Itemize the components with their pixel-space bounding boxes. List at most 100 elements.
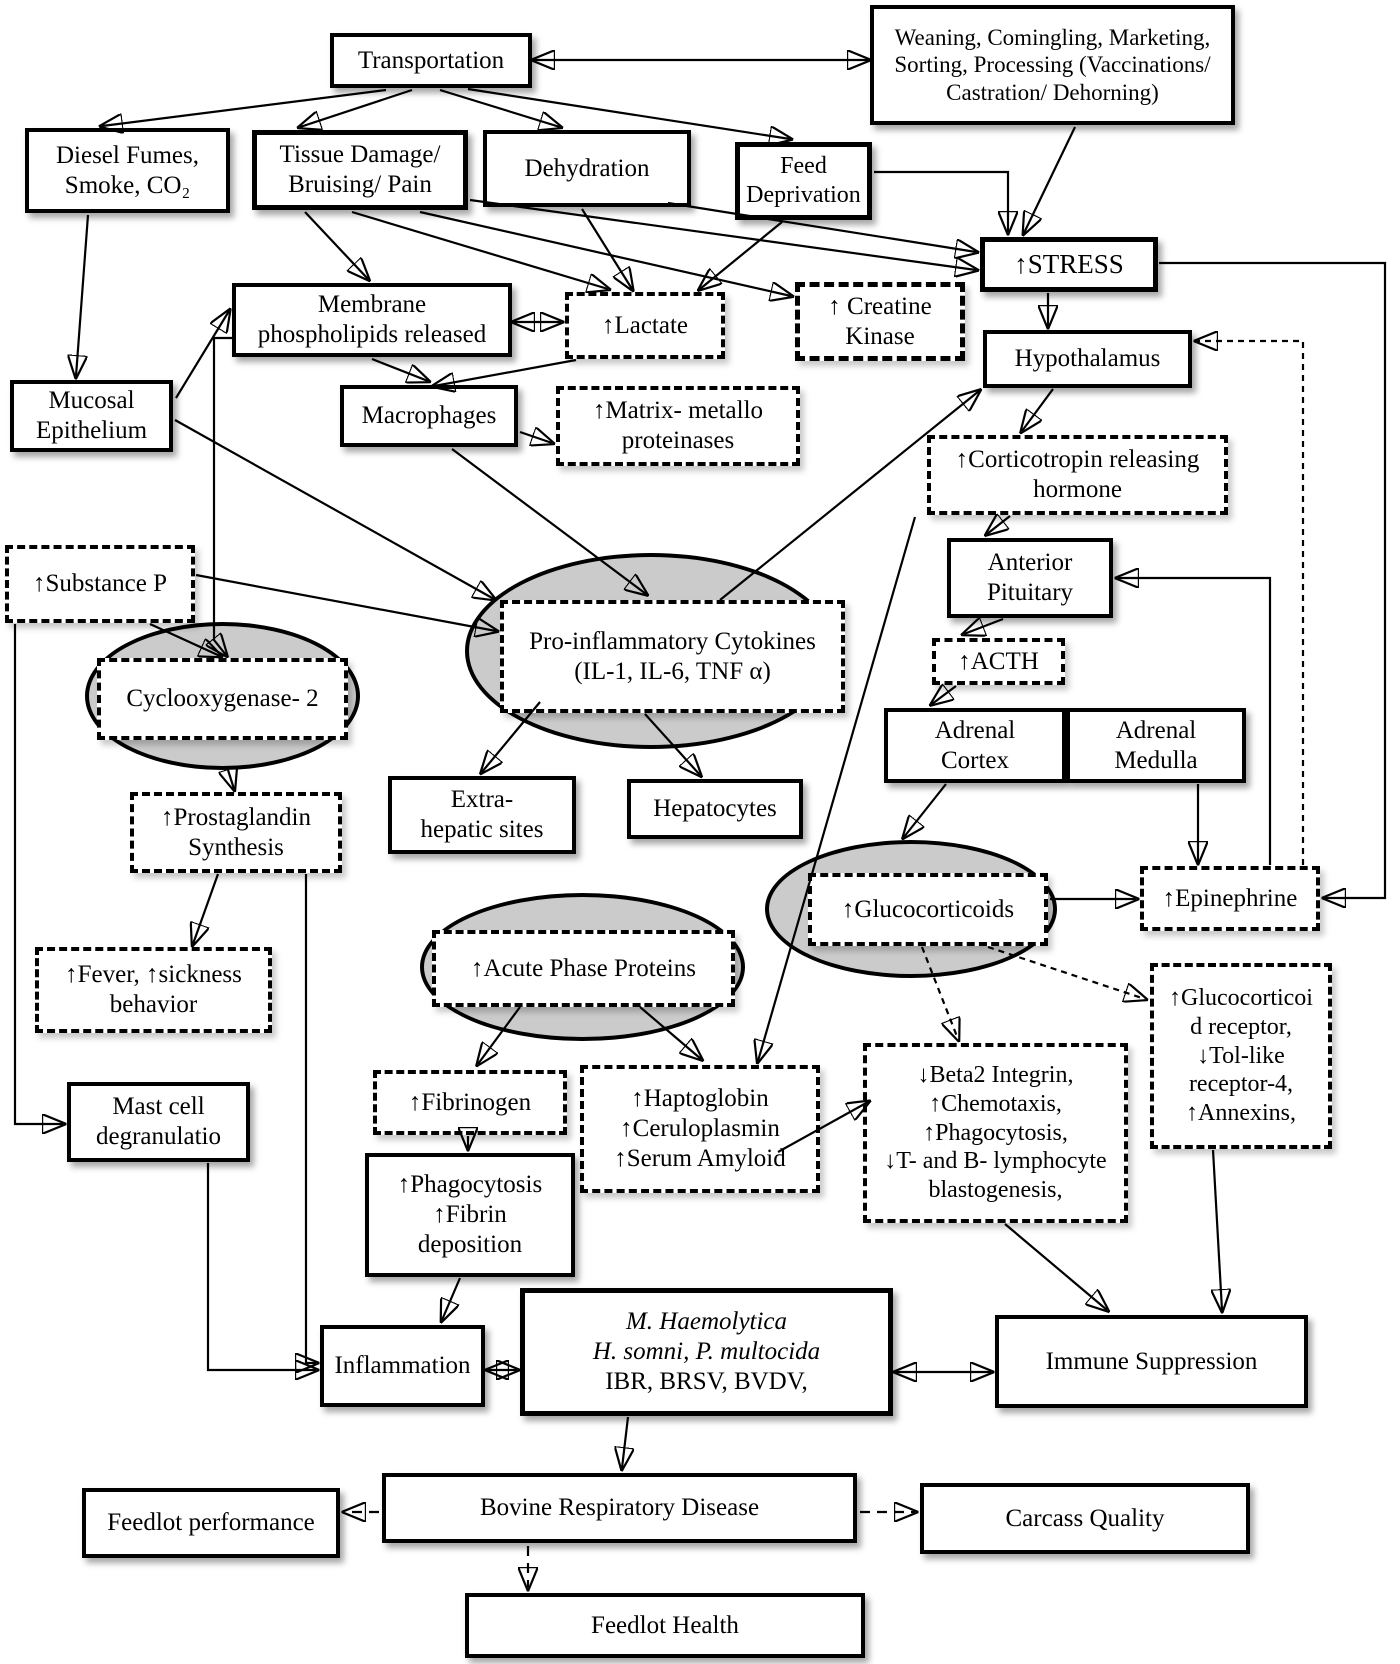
haptoglobin-ceruloplasmin: ↑Haptoglobin↑Ceruloplasmin↑Serum Amyloid bbox=[580, 1065, 820, 1193]
feedlot-health: Feedlot Health bbox=[465, 1593, 865, 1658]
feedlot-performance: Feedlot performance bbox=[82, 1488, 340, 1558]
macrophages-label-0: Macrophages bbox=[361, 402, 497, 429]
edge-epinephrine-hypothalamus bbox=[1197, 341, 1305, 865]
anterior-pituitary-label-1: Pituitary bbox=[986, 579, 1074, 606]
extra-hepatic-sites-label-1: hepatic sites bbox=[420, 816, 544, 843]
substance-p-label-0: ↑Substance P bbox=[32, 570, 168, 597]
dehydration: Dehydration bbox=[483, 130, 691, 207]
anterior-pituitary-label-0: Anterior bbox=[987, 549, 1073, 576]
beta2-integrin-label-4: blastogenesis, bbox=[928, 1177, 1063, 1204]
weaning-comingling-label-0: Weaning, Comingling, Marketing, bbox=[894, 24, 1211, 50]
beta2-integrin-label-1: ↑Chemotaxis, bbox=[929, 1090, 1062, 1117]
stress-label-0: ↑STRESS bbox=[1014, 249, 1124, 280]
edge-mucosal-membrane bbox=[175, 311, 229, 399]
glucocorticoid-receptor-label-2: ↓Tol-like bbox=[1197, 1042, 1285, 1069]
edge-anteriorpituitary-acth bbox=[964, 619, 1004, 634]
edge-dehydration-lactate bbox=[581, 208, 632, 289]
stress: ↑STRESS bbox=[980, 237, 1158, 292]
membrane-phospholipids-label-0: Membrane bbox=[317, 291, 427, 318]
tissue-damage-label-1: Bruising/ Pain bbox=[288, 171, 432, 198]
edge-prostaglandin-inflammation bbox=[306, 874, 316, 1363]
inflammation: Inflammation bbox=[320, 1325, 485, 1407]
adrenal-cortex-label-1: Cortex bbox=[940, 746, 1010, 774]
weaning-comingling-label-2: Castration/ Dehorning) bbox=[946, 79, 1159, 105]
hepatocytes-label-0: Hepatocytes bbox=[653, 795, 777, 822]
edge-mastcell-inflammation bbox=[206, 1163, 316, 1370]
edge-tissue-membrane bbox=[304, 211, 368, 279]
edge-lactate-macrophages bbox=[434, 358, 577, 386]
fibrinogen: ↑Fibrinogen bbox=[373, 1070, 567, 1135]
haptoglobin-ceruloplasmin-label-2: ↑Serum Amyloid bbox=[614, 1145, 786, 1172]
edge-membrane-macrophages bbox=[371, 357, 428, 381]
adrenal-medulla-label-0: Adrenal bbox=[1115, 716, 1197, 744]
pathogens-label-2: IBR, BRSV, BVDV, bbox=[605, 1368, 808, 1395]
edge-corticotropin-anteriorpituitary bbox=[987, 516, 1011, 534]
inflammation-label-0: Inflammation bbox=[334, 1352, 471, 1379]
corticotropin-releasing-hormone-label-1: hormone bbox=[1033, 476, 1122, 503]
pathogens-label-1: H. somni, P. multocida bbox=[592, 1338, 821, 1365]
epinephrine-label-0: ↑Epinephrine bbox=[1162, 884, 1298, 912]
substance-p: ↑Substance P bbox=[5, 545, 195, 623]
immune-suppression-label-0: Immune Suppression bbox=[1045, 1347, 1258, 1375]
edge-beta2-immunesuppression bbox=[1004, 1223, 1107, 1310]
feedlot-health-label-0: Feedlot Health bbox=[591, 1611, 739, 1639]
tissue-damage-label-0: Tissue Damage/ bbox=[279, 141, 441, 168]
acute-phase-proteins-label-0: ↑Acute Phase Proteins bbox=[471, 954, 696, 982]
hypothalamus: Hypothalamus bbox=[983, 330, 1192, 388]
cyclooxygenase-2-label-0: Cyclooxygenase- 2 bbox=[126, 685, 319, 712]
edge-adrenalcortex-glucocorticoids bbox=[904, 783, 947, 837]
mast-cell-degranulation-label-0: Mast cell bbox=[112, 1093, 205, 1120]
lactate-label-0: ↑Lactate bbox=[601, 311, 689, 339]
edge-cyclooxygenase-prostaglandin bbox=[228, 770, 234, 789]
pro-inflammatory-cytokines-label-1: (IL-1, IL-6, TNF α) bbox=[574, 657, 771, 685]
diesel-fumes: Diesel Fumes,Smoke, CO₂ bbox=[25, 128, 230, 213]
edge-macrophages-matrix bbox=[519, 432, 552, 443]
pro-inflammatory-cytokines: Pro-inflammatory Cytokines(IL-1, IL-6, T… bbox=[500, 600, 845, 713]
weaning-comingling: Weaning, Comingling, Marketing,Sorting, … bbox=[870, 5, 1235, 125]
bovine-respiratory-disease-label-0: Bovine Respiratory Disease bbox=[479, 1494, 760, 1521]
edge-prostaglandin-fever bbox=[193, 873, 220, 944]
dehydration-label-0: Dehydration bbox=[524, 154, 650, 182]
creatine-kinase-label-0: ↑ Creatine bbox=[828, 292, 932, 320]
glucocorticoids-label-0: ↑Glucocorticoids bbox=[841, 895, 1015, 923]
glucocorticoid-receptor-label-0: ↑Glucocorticoi bbox=[1169, 985, 1313, 1011]
corticotropin-releasing-hormone-label-0: ↑Corticotropin releasing bbox=[955, 446, 1200, 473]
cyclooxygenase-2: Cyclooxygenase- 2 bbox=[97, 658, 348, 740]
edge-substancep-mastcell bbox=[13, 624, 63, 1124]
acth: ↑ACTH bbox=[932, 638, 1065, 685]
edge-membrane-cyclooxygenase bbox=[214, 336, 232, 655]
adrenal-medulla-label-1: Medulla bbox=[1114, 746, 1198, 774]
edge-transportation-dehydration bbox=[439, 88, 560, 127]
fever-sickness-label-1: behavior bbox=[109, 991, 198, 1018]
edge-diesel-mucosal bbox=[76, 214, 90, 376]
acute-phase-proteins: ↑Acute Phase Proteins bbox=[432, 930, 735, 1007]
carcass-quality-label-0: Carcass Quality bbox=[1005, 1504, 1165, 1532]
edge-pathogens-brd bbox=[622, 1416, 628, 1468]
extra-hepatic-sites: Extra-hepatic sites bbox=[388, 776, 576, 854]
mucosal-epithelium-label-0: Mucosal bbox=[48, 387, 135, 414]
diesel-fumes-label-0: Diesel Fumes, bbox=[55, 141, 200, 169]
glucocorticoid-receptor-label-4: ↑Annexins, bbox=[1186, 1100, 1296, 1127]
bovine-respiratory-disease: Bovine Respiratory Disease bbox=[382, 1473, 857, 1543]
haptoglobin-ceruloplasmin-label-1: ↑Ceruloplasmin bbox=[620, 1115, 780, 1142]
acth-label-0: ↑ACTH bbox=[958, 647, 1039, 675]
beta2-integrin: ↓Beta2 Integrin,↑Chemotaxis,↑Phagocytosi… bbox=[863, 1043, 1128, 1223]
mast-cell-degranulation-label-1: degranulatio bbox=[96, 1123, 221, 1150]
edge-glucoreceptor-immunesuppression bbox=[1213, 1149, 1222, 1310]
lactate: ↑Lactate bbox=[565, 292, 725, 359]
hepatocytes: Hepatocytes bbox=[627, 779, 803, 839]
tissue-damage: Tissue Damage/Bruising/ Pain bbox=[252, 130, 468, 210]
edge-tissue-stress bbox=[469, 198, 976, 270]
matrix-metalloproteinases-label-0: ↑Matrix- metallo bbox=[592, 397, 764, 424]
pathogens-label-0: M. Haemolytica bbox=[625, 1308, 788, 1335]
diesel-fumes-label-1: Smoke, CO₂ bbox=[64, 171, 191, 199]
